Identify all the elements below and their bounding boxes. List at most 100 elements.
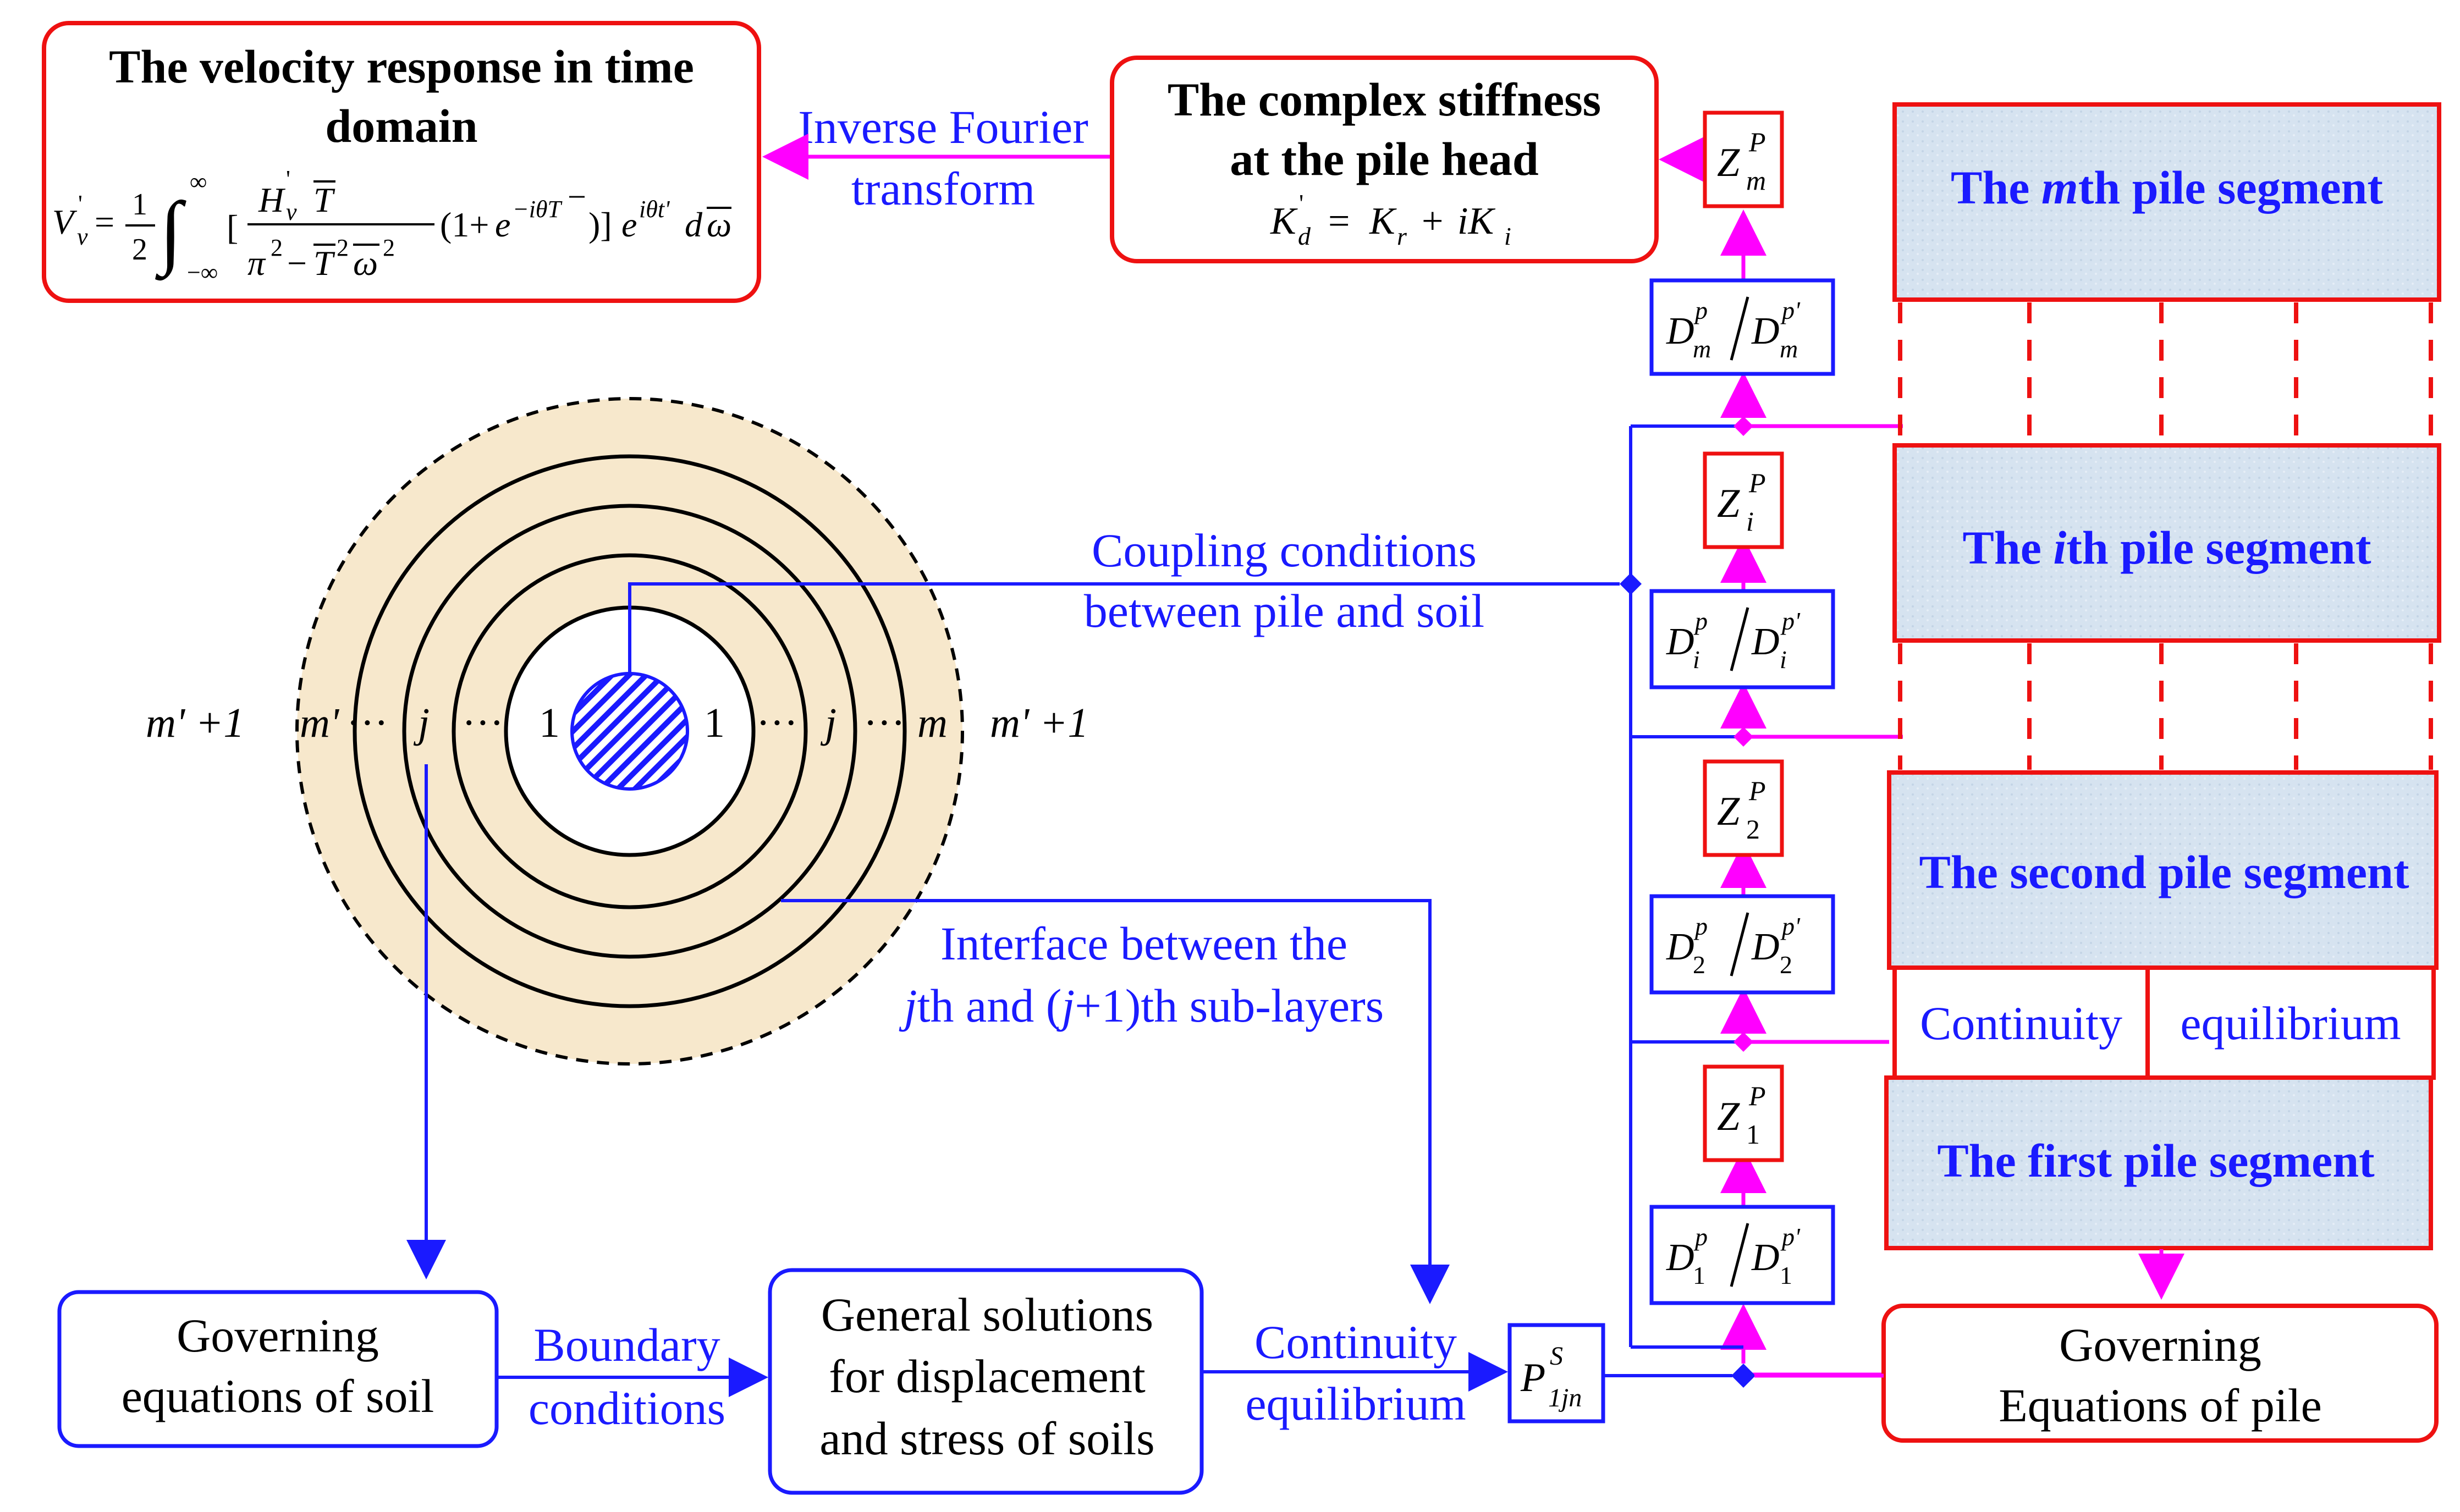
label-left-outer: m' +1 bbox=[146, 700, 244, 746]
d-box-i: D p i D p' i bbox=[1649, 589, 1835, 689]
stiffness-title-line1: The complex stiffness bbox=[1168, 73, 1601, 126]
svg-text:P: P bbox=[1748, 1080, 1766, 1111]
svg-text:i: i bbox=[1693, 645, 1700, 674]
z-box-1: Z P 1 bbox=[1703, 1064, 1784, 1162]
svg-text:+: + bbox=[1422, 200, 1443, 242]
z-box-m: Z P m bbox=[1703, 111, 1784, 208]
junction-diamonds bbox=[1620, 416, 1755, 1388]
svg-text:1: 1 bbox=[132, 187, 147, 222]
coupling-line bbox=[628, 582, 1620, 675]
svg-text:1: 1 bbox=[1746, 1119, 1760, 1150]
svg-text:Z: Z bbox=[1717, 481, 1740, 526]
svg-text:T: T bbox=[313, 180, 335, 219]
label-dots-1: ··· bbox=[346, 700, 388, 746]
svg-text:−: − bbox=[287, 244, 307, 283]
continuity-equilibrium-label: Continuity equilibrium bbox=[1245, 1316, 1466, 1430]
label-dots-2: ··· bbox=[462, 700, 504, 746]
svg-text:': ' bbox=[1299, 189, 1303, 217]
svg-text:1jn: 1jn bbox=[1548, 1383, 1582, 1412]
svg-text:': ' bbox=[286, 165, 290, 192]
svg-text:d: d bbox=[685, 205, 703, 244]
svg-text:(1+: (1+ bbox=[440, 205, 489, 244]
svg-text:m: m bbox=[1746, 165, 1766, 196]
svg-text:iK: iK bbox=[1457, 200, 1495, 242]
z-box-2: Z P 2 bbox=[1703, 759, 1784, 857]
svg-text:2: 2 bbox=[337, 234, 349, 261]
svg-text:[: [ bbox=[227, 208, 238, 247]
velocity-response-box: The velocity response in time domain V '… bbox=[42, 21, 761, 303]
svg-text:−∞: −∞ bbox=[187, 259, 218, 286]
segment-dashes-lower bbox=[1898, 643, 2433, 770]
segment-second-label: The second pile segment bbox=[1919, 846, 2409, 898]
svg-text:e: e bbox=[621, 205, 637, 244]
label-left-m: m' bbox=[300, 700, 340, 746]
svg-text:ω: ω bbox=[707, 205, 731, 244]
soil-cylinder bbox=[295, 397, 964, 1066]
svg-text:D: D bbox=[1751, 621, 1780, 663]
interface-label: Interface between the jth and (j+1)th su… bbox=[899, 917, 1384, 1032]
svg-text:p': p' bbox=[1780, 912, 1801, 940]
segment-ith bbox=[1892, 443, 2441, 643]
governing-soil-line2: equations of soil bbox=[122, 1370, 434, 1422]
svg-text:=: = bbox=[95, 202, 114, 241]
governing-soil-line1: Governing bbox=[177, 1309, 379, 1362]
svg-text:': ' bbox=[78, 190, 82, 217]
svg-text:e: e bbox=[495, 205, 510, 244]
z-box-i: Z P i bbox=[1703, 451, 1784, 549]
svg-text:D: D bbox=[1666, 1237, 1694, 1279]
svg-text:=: = bbox=[1328, 200, 1350, 242]
svg-text:2: 2 bbox=[1746, 814, 1760, 845]
svg-text:2: 2 bbox=[1780, 951, 1792, 979]
svg-text:D: D bbox=[1666, 926, 1694, 968]
continuity-label: Continuity bbox=[1920, 997, 2122, 1050]
interface-line bbox=[781, 899, 1450, 1304]
general-solutions-line1: General solutions bbox=[821, 1288, 1153, 1341]
segment-first bbox=[1884, 1075, 2433, 1250]
svg-text:v: v bbox=[286, 198, 297, 225]
svg-text:v: v bbox=[77, 223, 88, 250]
complex-stiffness-box: The complex stiffness at the pile head K… bbox=[1110, 56, 1659, 263]
svg-text:)]: )] bbox=[588, 205, 612, 244]
svg-text:m: m bbox=[1693, 335, 1711, 363]
svg-text:V: V bbox=[52, 202, 78, 241]
boundary-line2: conditions bbox=[529, 1382, 725, 1434]
svg-text:2: 2 bbox=[383, 234, 395, 261]
boundary-label: Boundary conditions bbox=[529, 1318, 725, 1434]
label-right-m: m bbox=[917, 700, 948, 746]
velocity-formula: V ' v = 1 2 ∫ ∞ −∞ [ H ' v T π 2 − T 2 ω… bbox=[52, 165, 731, 286]
stiffness-formula: K ' d = K r + iK i bbox=[1270, 189, 1511, 250]
svg-text:P: P bbox=[1748, 467, 1766, 498]
inverse-fourier-line2: transform bbox=[851, 162, 1035, 215]
segment-ith-label: The ith pile segment bbox=[1963, 521, 2371, 574]
svg-text:Z: Z bbox=[1717, 789, 1740, 834]
governing-pile-line2: Equations of pile bbox=[1999, 1379, 2322, 1432]
label-dots-4: ··· bbox=[863, 700, 905, 746]
interface-line2: jth and (j+1)th sub-layers bbox=[899, 979, 1384, 1032]
d-box-1: D p 1 D p' 1 bbox=[1649, 1205, 1835, 1305]
velocity-title-line2: domain bbox=[325, 100, 477, 152]
continuity-eq-line2: equilibrium bbox=[1245, 1377, 1466, 1430]
label-dots-3: ··· bbox=[756, 700, 798, 746]
segment-mth-label: The mth pile segment bbox=[1951, 161, 2383, 214]
svg-text:p: p bbox=[1693, 296, 1708, 324]
inverse-fourier-line1: Inverse Fourier bbox=[798, 101, 1088, 153]
d-box-2: D p 2 D p' 2 bbox=[1649, 894, 1835, 995]
svg-text:p': p' bbox=[1780, 1223, 1801, 1251]
svg-text:2: 2 bbox=[132, 233, 147, 267]
continuity-cell bbox=[1892, 965, 2150, 1080]
svg-text:i: i bbox=[1780, 645, 1787, 674]
d-box-m: D p m D p' m bbox=[1649, 278, 1835, 376]
general-solutions-line3: and stress of soils bbox=[819, 1412, 1154, 1465]
svg-text:2: 2 bbox=[1693, 951, 1705, 979]
svg-text:p': p' bbox=[1780, 607, 1801, 635]
svg-text:p: p bbox=[1693, 607, 1708, 635]
svg-text:i: i bbox=[1746, 506, 1754, 537]
coupling-line2: between pile and soil bbox=[1084, 584, 1484, 637]
svg-text:p: p bbox=[1693, 1223, 1708, 1251]
governing-pile-box: Governing Equations of pile bbox=[1881, 1304, 2439, 1443]
svg-text:K: K bbox=[1369, 200, 1397, 242]
svg-text:d: d bbox=[1298, 222, 1311, 250]
velocity-title-line1: The velocity response in time bbox=[109, 40, 694, 93]
svg-text:D: D bbox=[1751, 1237, 1780, 1279]
